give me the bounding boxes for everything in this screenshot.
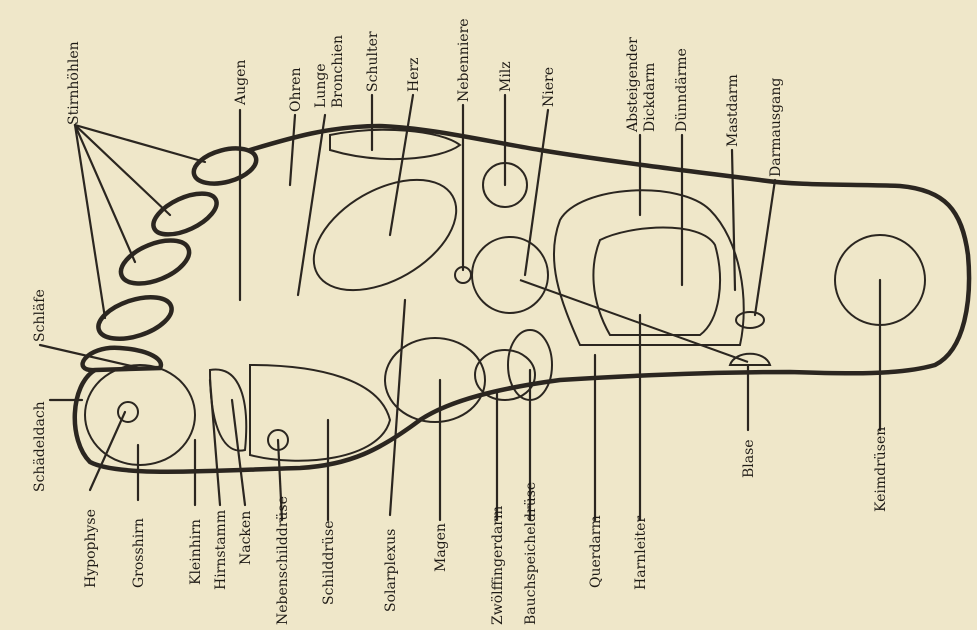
label-kleinhirn: Kleinhirn — [188, 519, 204, 585]
label-blase: Blase — [741, 439, 757, 478]
label-herz: Herz — [406, 57, 422, 92]
label-grosshirn: Grosshirn — [131, 518, 147, 588]
zone-mastdarm — [736, 312, 764, 328]
label-milz: Milz — [498, 61, 514, 92]
label-absteigender: Absteigender — [625, 37, 641, 133]
label-schaedeldach: Schädeldach — [32, 401, 48, 492]
zone-harnleiter — [520, 280, 748, 362]
zone-duenndaerme — [593, 228, 720, 336]
label-bronchien: Bronchien — [330, 35, 346, 108]
label-niere: Niere — [541, 67, 557, 107]
label-schlaefe: Schläfe — [32, 289, 48, 342]
toe-4 — [147, 185, 222, 243]
zone-niere — [472, 237, 548, 313]
label-hypophyse: Hypophyse — [83, 509, 99, 588]
label-bauchspeicheldruese: Bauchspeicheldrüse — [523, 482, 539, 625]
label-zwoelffingerdarm: Zwölffingerdarm — [490, 506, 506, 625]
zone-herz — [295, 157, 475, 313]
label-solarplexus: Solarplexus — [383, 529, 399, 612]
label-schulter: Schulter — [365, 31, 381, 92]
label-dickdarm: Dickdarm — [642, 63, 658, 132]
zone-dickdarm — [554, 190, 744, 345]
label-darmausgang: Darmausgang — [768, 78, 784, 177]
label-schilddruese: Schilddrüse — [321, 520, 337, 605]
label-nacken: Nacken — [238, 511, 254, 565]
toe-5 — [190, 142, 260, 189]
label-lunge: Lunge — [313, 63, 329, 108]
label-ohren: Ohren — [288, 68, 304, 113]
zone-grosshirn — [85, 365, 195, 465]
label-keimdruesen: Keimdrüsen — [873, 427, 889, 512]
label-hirnstamm: Hirnstamm — [213, 510, 229, 590]
label-duenndaerme: Dünndärme — [674, 48, 690, 132]
label-augen: Augen — [233, 60, 249, 106]
zone-blase — [730, 354, 770, 365]
label-nebenniere: Nebenniere — [456, 18, 472, 102]
label-stirnhoehlen: Stirnhöhlen — [66, 41, 82, 125]
label-harnleiter: Harnleiter — [633, 516, 649, 590]
label-magen: Magen — [433, 523, 449, 572]
label-nebenschilddruese: Nebenschilddrüse — [275, 496, 291, 625]
label-mastdarm: Mastdarm — [725, 74, 741, 147]
label-querdarm: Querdarm — [588, 515, 604, 588]
